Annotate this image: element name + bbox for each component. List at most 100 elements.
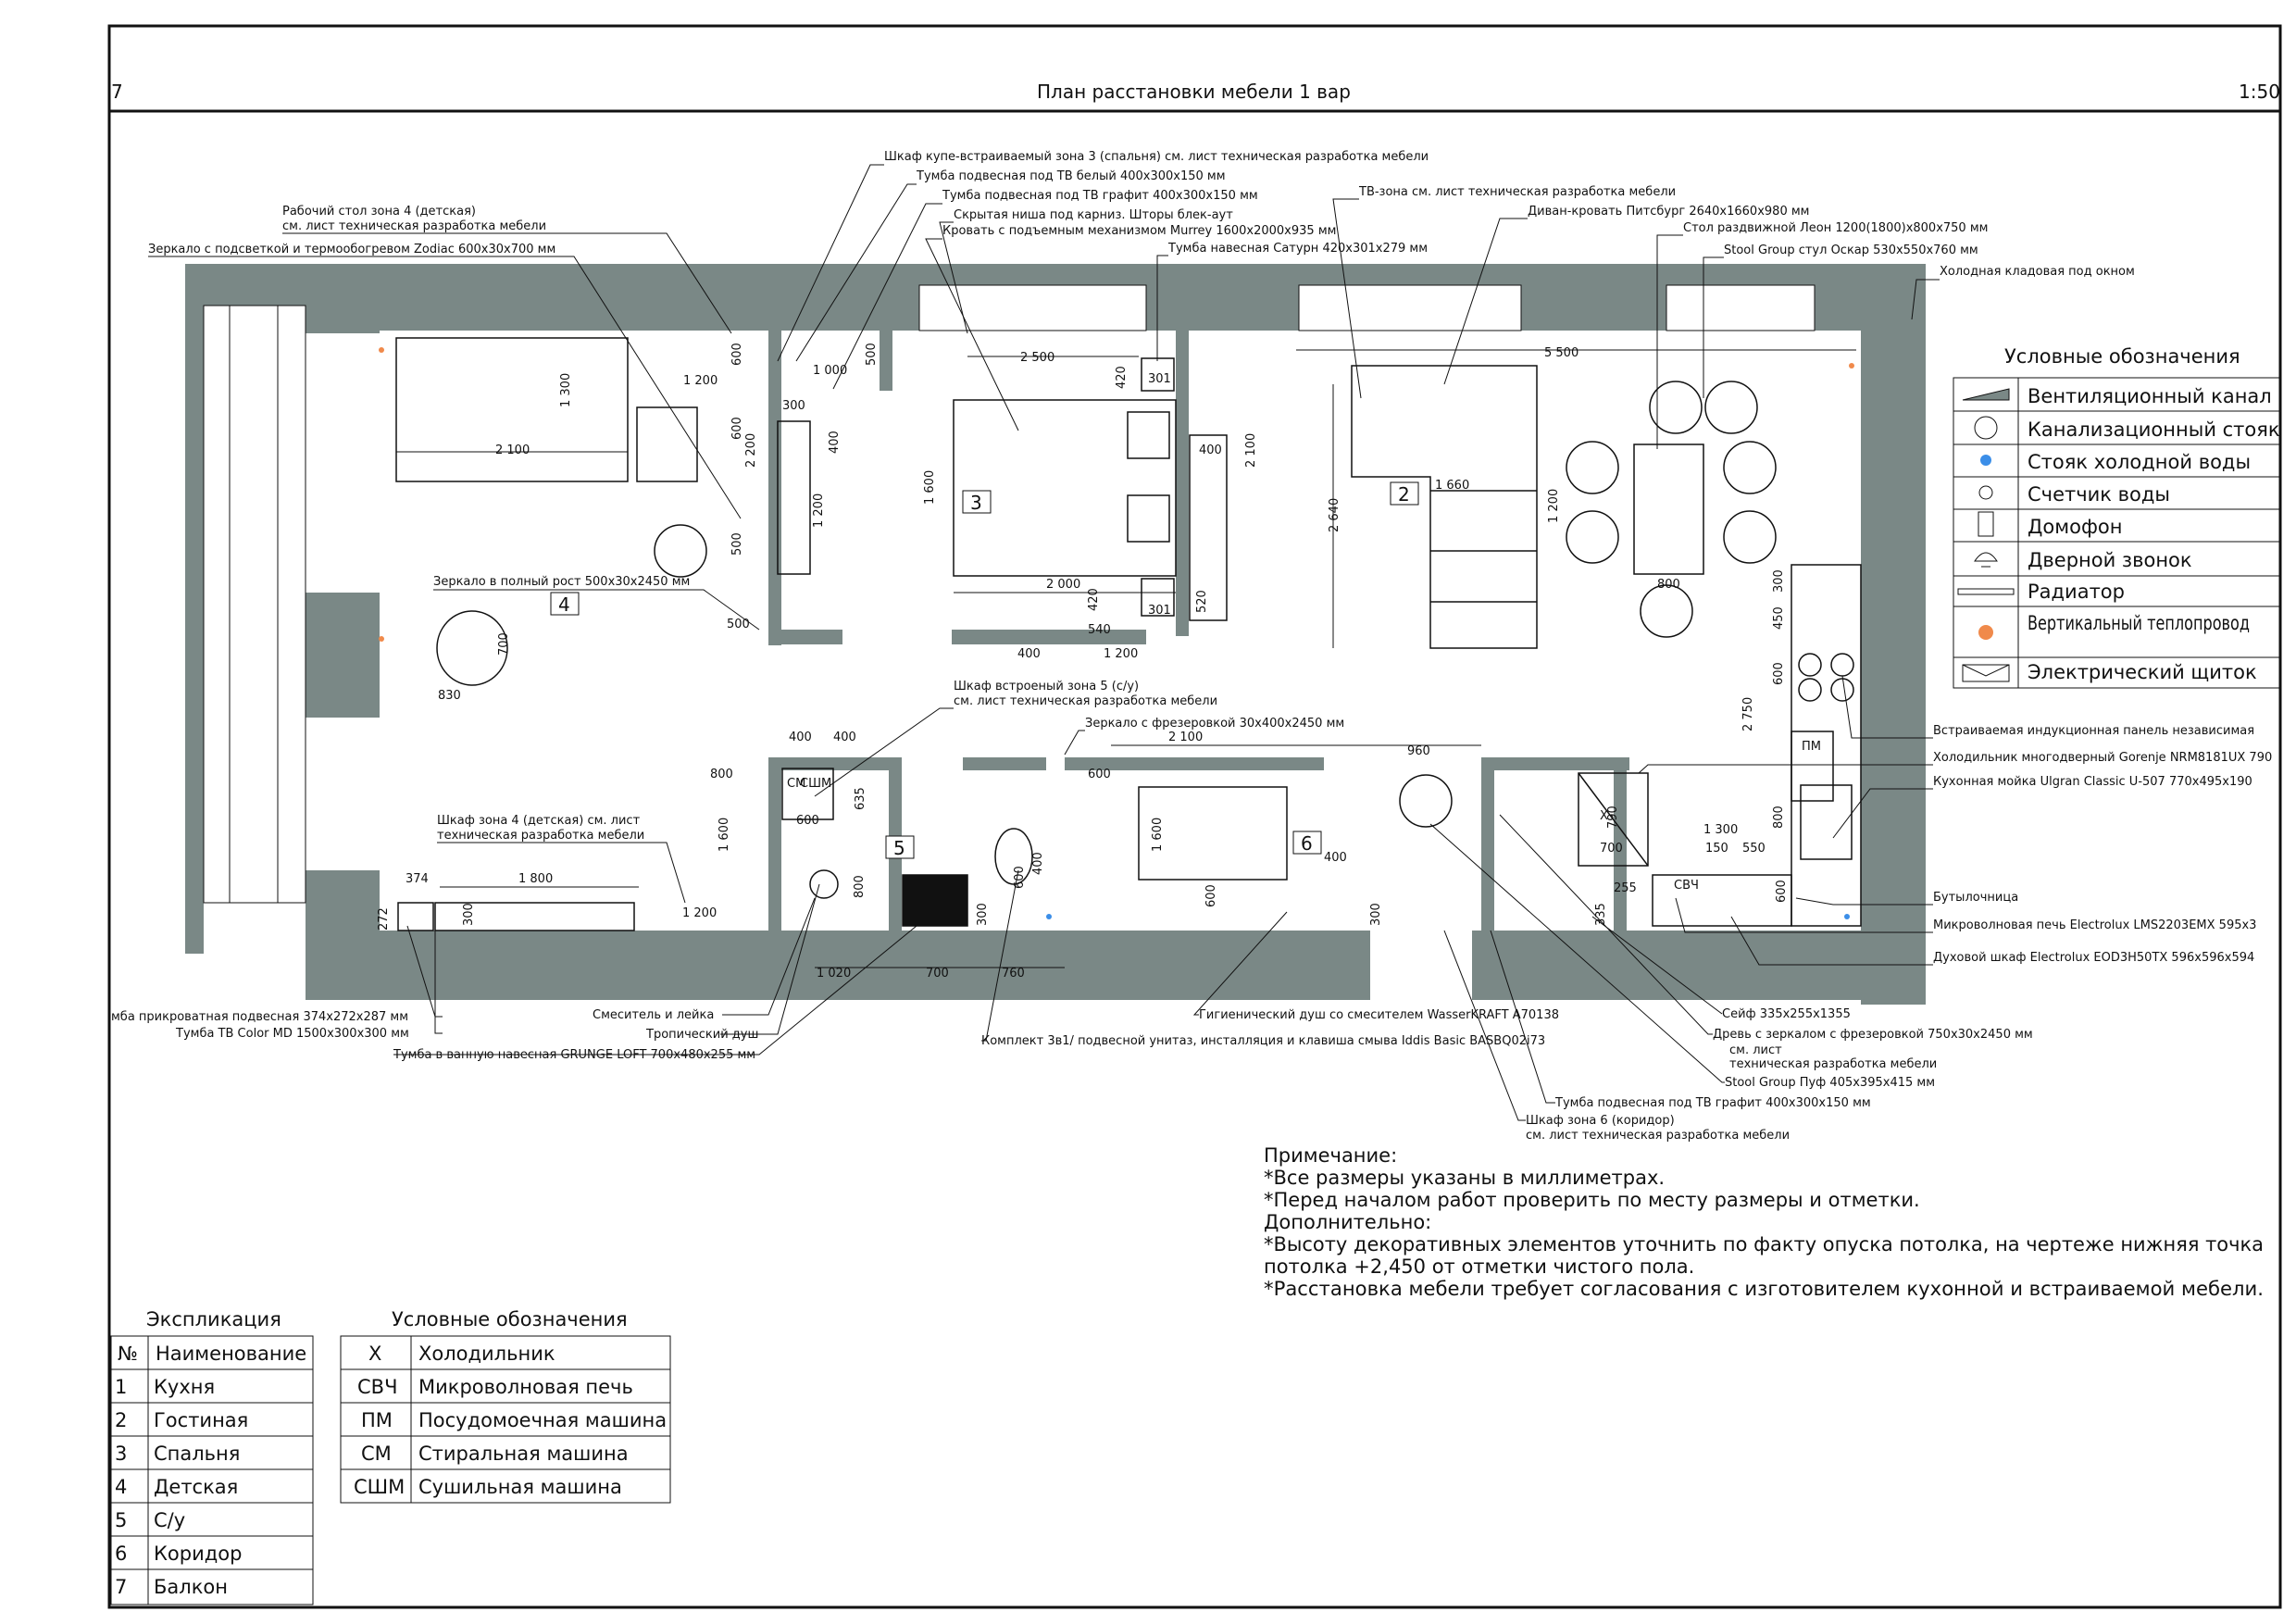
bedside-table-bottom: [1141, 578, 1175, 617]
explication-name: Коридор: [154, 1543, 242, 1565]
dim-label: 800: [1657, 578, 1680, 592]
explication-header-num: №: [118, 1343, 138, 1365]
dim-label: 5 500: [1544, 346, 1578, 360]
bed: [953, 399, 1177, 577]
heating-pipe-icon: [379, 636, 384, 642]
dim-label: 700: [1600, 842, 1623, 856]
note-line: *Все размеры указаны в миллиметрах.: [1264, 1167, 1665, 1189]
note-line: *Высоту декоративных элементов уточнить …: [1264, 1233, 2264, 1255]
dim-label: 550: [1742, 842, 1766, 856]
callout: Stool Group стул Оскар 530х550х760 мм: [1724, 244, 1978, 257]
abbrev: СВЧ: [357, 1376, 397, 1398]
dim-label: 1 800: [518, 872, 553, 886]
notes: Примечание: *Все размеры указаны в милли…: [1264, 1144, 2264, 1300]
callouts-left: Рабочий стол зона 4 (детская) см. лист т…: [148, 205, 1344, 843]
callout: мба прикроватная подвесная 374х272х287 м…: [111, 1010, 408, 1024]
dim-label: 1 200: [812, 493, 826, 528]
dim-label: 150: [1705, 842, 1728, 856]
dim-label: 800: [1772, 806, 1786, 829]
radiator-icon: [1957, 588, 2015, 595]
dim-label: 600: [1775, 880, 1789, 903]
callout: Зеркало с фрезеровкой 30х400х2450 мм: [1085, 717, 1344, 731]
note-line: Примечание:: [1264, 1144, 1397, 1167]
ventilation-icon: [1962, 388, 2010, 401]
dim-label: 1 300: [1703, 823, 1738, 837]
note-line: Дополнительно:: [1264, 1211, 1431, 1233]
callout: Рабочий стол зона 4 (детская): [282, 205, 476, 219]
dim-label: 800: [710, 768, 733, 781]
legend-label: Стояк холодной воды: [2028, 451, 2251, 473]
abbrev: СМ: [361, 1443, 392, 1465]
callout: Скрытая ниша под карниз. Шторы блек-аут: [954, 208, 1233, 222]
callout: Диван-кровать Питсбург 2640х1660х980 мм: [1528, 205, 1809, 219]
dim-label: 400: [1324, 851, 1347, 865]
dim-label: 2 000: [1046, 578, 1080, 592]
dim-label: 1 300: [559, 373, 573, 407]
abbrev-name: Сушильная машина: [418, 1476, 622, 1498]
microwave-label: СВЧ: [1674, 879, 1699, 893]
dim-label: 600: [796, 814, 819, 828]
dim-label: 600: [1772, 662, 1786, 685]
riser-markers: [379, 347, 1854, 919]
callout: Сейф 335х255х1355: [1722, 1007, 1851, 1021]
dim-label: 301: [1148, 372, 1171, 386]
explication-name: Гостиная: [154, 1409, 248, 1431]
explication-num: 6: [115, 1543, 127, 1565]
explication-num: 7: [115, 1576, 127, 1598]
dishwasher-box: [1791, 731, 1834, 802]
dim-label: 255: [1614, 881, 1637, 895]
callout: см. лист: [1729, 1043, 1782, 1057]
sheet-number: 7: [111, 81, 123, 103]
dim-label: 1 660: [1435, 479, 1469, 493]
explication-name: Детская: [154, 1476, 238, 1498]
dim-label: 2 100: [1168, 731, 1203, 744]
dim-label: 520: [1195, 590, 1209, 613]
water-meter-icon: [1978, 485, 1993, 500]
callouts-top: Шкаф купе-встраиваемый зона 3 (спальня) …: [884, 150, 2135, 279]
dim-label: 500: [865, 343, 879, 366]
dim-label: 1 200: [1104, 647, 1138, 661]
explication-name: Спальня: [154, 1443, 240, 1465]
heating-pipe-icon: [1978, 625, 1993, 640]
dim-label: 400: [789, 731, 812, 744]
toilet: [994, 828, 1033, 885]
explication-table: Экспликация № Наименование 1 Кухня 2 Гос…: [110, 1308, 314, 1605]
stool: [654, 524, 707, 578]
dim-label: 1 200: [683, 374, 718, 388]
room-number-4: 4: [558, 593, 570, 616]
callout: Тумба подвесная под ТВ графит 400х300х15…: [942, 189, 1258, 203]
sofa: [1351, 365, 1538, 649]
callout: Холодильник многодверный Gorenje NRM8181…: [1933, 751, 2272, 765]
callout-leaders-top: [777, 164, 1940, 449]
callout: см. лист техническая разработка мебели: [282, 219, 546, 233]
callout: Микроволновая печь Electrolux LMS2203EMX…: [1933, 918, 2256, 932]
dim-label: 790: [1606, 806, 1620, 829]
callout: Холодная кладовая под окном: [1940, 265, 2135, 279]
dim-label: 2 100: [1244, 433, 1258, 468]
explication-num: 4: [115, 1476, 127, 1498]
dim-label: 400: [1031, 852, 1045, 875]
room-labels: 4 3 2 5 6: [550, 481, 1419, 859]
callout: Древь с зеркалом с фрезеровкой 750х30х24…: [1713, 1028, 2033, 1042]
shower-head: [809, 869, 839, 899]
cold-water-riser-icon: [1046, 914, 1052, 919]
dim-label: 500: [727, 618, 750, 631]
wardrobe-shelves: [777, 420, 811, 575]
dim-label: 600: [730, 343, 744, 366]
callout: Шкаф зона 4 (детская) см. лист: [437, 814, 641, 828]
callout: Гигиенический душ со смесителем WasserKR…: [1199, 1008, 1559, 1022]
abbrev-legend-title: Условные обозначения: [392, 1308, 628, 1330]
callout-leaders-left: [148, 232, 1085, 904]
callout: Тумба навесная Сатурн 420х301х279 мм: [1167, 242, 1428, 256]
cold-water-riser-icon: [1980, 455, 1991, 466]
room-number-5: 5: [893, 837, 905, 859]
dim-label: 420: [1087, 588, 1101, 611]
dim-label: 301: [1148, 604, 1171, 618]
washer-box: [781, 768, 834, 820]
callout: Кухонная мойка Ulgran Classic U-507 770х…: [1933, 775, 2252, 789]
callout: Шкаф зона 6 (коридор): [1526, 1114, 1675, 1128]
callout: техническая разработка мебели: [1729, 1057, 1937, 1071]
dim-label: 1 000: [813, 364, 847, 378]
note-line: *Перед началом работ проверить по месту …: [1264, 1189, 1920, 1211]
